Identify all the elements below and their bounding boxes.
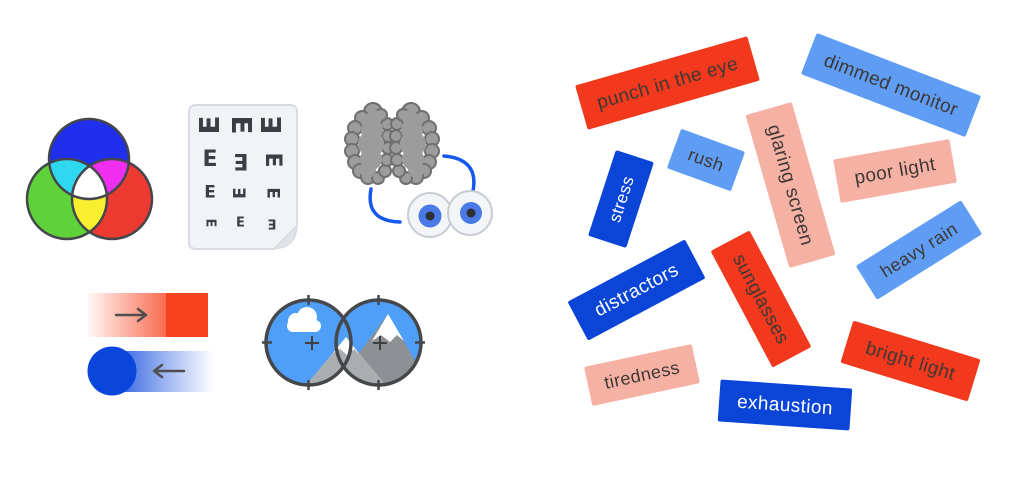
lens-tick-marks [262,295,425,390]
tag-tiredness: tiredness [584,344,700,406]
tag-heavy-rain: heavy rain [855,200,983,300]
tag-dimmed-monitor: dimmed monitor [800,32,982,138]
tag-punch-in-the-eye: punch in the eye [574,36,760,130]
right-arrow-icon [114,307,148,323]
brain-icon [344,102,440,185]
tag-distractors: distractors [566,239,706,341]
rgb-color-mixing-icon [25,117,154,241]
chart-paper [188,104,298,250]
tag-rush: rush [666,128,746,192]
blue-solid-circle [87,346,137,396]
eyes-icon [407,190,493,238]
cycle-arc-left [368,187,402,224]
brain-eyes-cycle-icon [344,102,493,238]
tag-glaring-screen: glaring screen [745,101,835,269]
eye-test-chart-icon [188,104,298,251]
tag-bright-light: bright light [839,320,981,402]
tag-stress: stress [588,150,654,248]
motion-contrast-arrows-icon [87,293,214,396]
cycle-arc-right [442,154,476,193]
tag-poor-light: poor light [833,139,957,203]
tag-exhaustion: exhaustion [717,379,853,431]
left-arrow-icon [152,363,186,379]
cloud-icon [287,307,321,332]
chart-paper-fold-corner [271,224,298,251]
icons-illustration [25,102,493,396]
red-solid-block [166,293,208,337]
venn-white-center [72,159,107,199]
crosshair-marks [305,336,387,350]
